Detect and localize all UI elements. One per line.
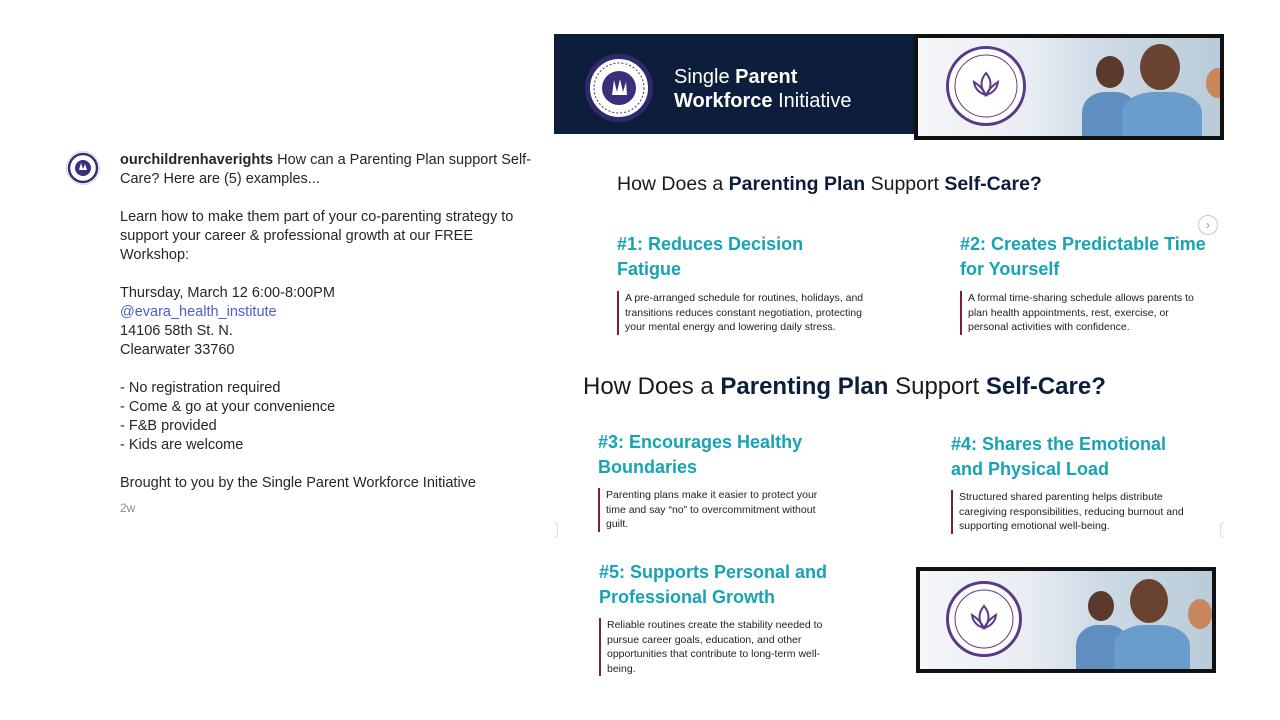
section-heading-2: How Does a Parenting Plan Support Self-C… (583, 373, 1106, 400)
caption-bullet: - F&B provided (120, 418, 217, 434)
caption-bullet: - Come & go at your convenience (120, 399, 336, 415)
item-title-5: #5: Supports Personal and Professional G… (599, 562, 828, 607)
post-image[interactable]: Single Parent Workforce Initiative How D… (554, 34, 1224, 680)
item-body-5: Reliable routines create the stability n… (599, 618, 847, 676)
item-title-3: #3: Encourages Healthy Boundaries (598, 432, 803, 477)
chevron-right-icon: › (1206, 218, 1210, 232)
item-title-4: #4: Shares the Emotional and Physical Lo… (951, 434, 1167, 479)
caption-bullet: - No registration required (120, 380, 281, 396)
post-timestamp[interactable]: 2w (120, 501, 136, 515)
item-body-2: A formal time-sharing schedule allows pa… (960, 291, 1198, 335)
post-caption: ourchildrenhaverights How can a Parentin… (120, 151, 540, 518)
footer-photo (916, 567, 1216, 673)
item-body-3: Parenting plans make it easier to protec… (598, 488, 838, 532)
banner-title: Single Parent Workforce Initiative (674, 66, 852, 112)
ourchildrenhaverights-logo-icon (67, 152, 99, 184)
caption-date: Thursday, March 12 6:00-8:00PM (120, 285, 335, 301)
caption-learn: Learn how to make them part of your co-p… (120, 209, 514, 263)
evara-seal-icon (946, 581, 1022, 657)
mention-link[interactable]: @evara_health_institute (120, 304, 277, 320)
item-title-1: #1: Reduces Decision Fatigue (617, 234, 804, 279)
item-title-2: #2: Creates Predictable Time for Yoursel… (960, 234, 1206, 279)
section-heading: How Does a Parenting Plan Support Self-C… (617, 173, 1042, 195)
edge-marker (1220, 522, 1224, 538)
account-avatar[interactable] (66, 151, 100, 185)
caption-bullet: - Kids are welcome (120, 437, 244, 453)
item-body-1: A pre-arranged schedule for routines, ho… (617, 291, 865, 335)
header-banner: Single Parent Workforce Initiative (554, 34, 1224, 140)
ourchildrenhaverights-logo (585, 54, 653, 122)
caption-username[interactable]: ourchildrenhaverights (120, 152, 274, 168)
item-body-4: Structured shared parenting helps distri… (951, 490, 1204, 534)
caption-address-line2: Clearwater 33760 (120, 342, 235, 358)
banner-photo (914, 34, 1224, 140)
edge-marker (554, 522, 558, 538)
hand-logo-icon (593, 62, 645, 114)
caption-address-line1: 14106 58th St. N. (120, 323, 233, 339)
carousel-next-button[interactable]: › (1198, 215, 1218, 235)
caption-intro: How can a Parenting Plan support Self-Ca… (120, 152, 532, 187)
caption-footer: Brought to you by the Single Parent Work… (120, 475, 476, 491)
evara-seal-icon (946, 46, 1026, 126)
